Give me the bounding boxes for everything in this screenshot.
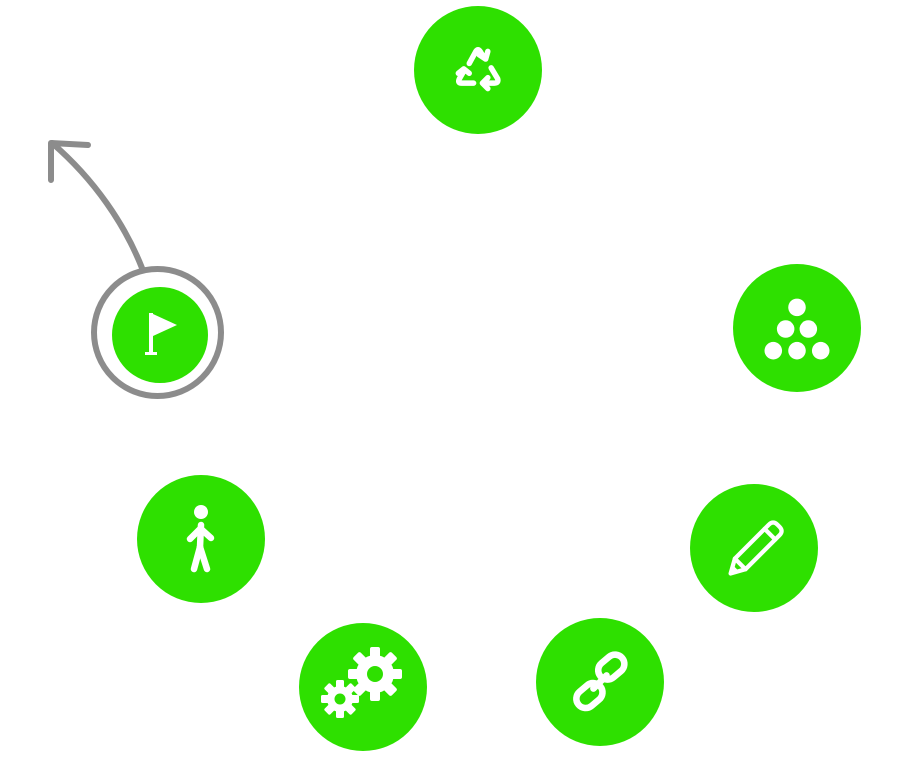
link-button[interactable] <box>536 618 664 746</box>
pencil-icon <box>728 520 784 576</box>
pencil-button[interactable] <box>690 484 818 612</box>
recycle-icon <box>455 47 501 92</box>
selection-ring <box>91 266 224 399</box>
gears-icon <box>321 647 402 718</box>
walk-button[interactable] <box>137 475 265 603</box>
dots-pyramid-icon <box>764 298 830 360</box>
flag-icon <box>145 313 177 355</box>
dots-pyramid-button[interactable] <box>733 264 861 392</box>
recycle-button[interactable] <box>414 6 542 134</box>
walking-person-icon <box>186 505 215 573</box>
flag-button[interactable] <box>112 287 208 383</box>
gears-button[interactable] <box>299 623 427 751</box>
link-icon <box>573 651 628 712</box>
